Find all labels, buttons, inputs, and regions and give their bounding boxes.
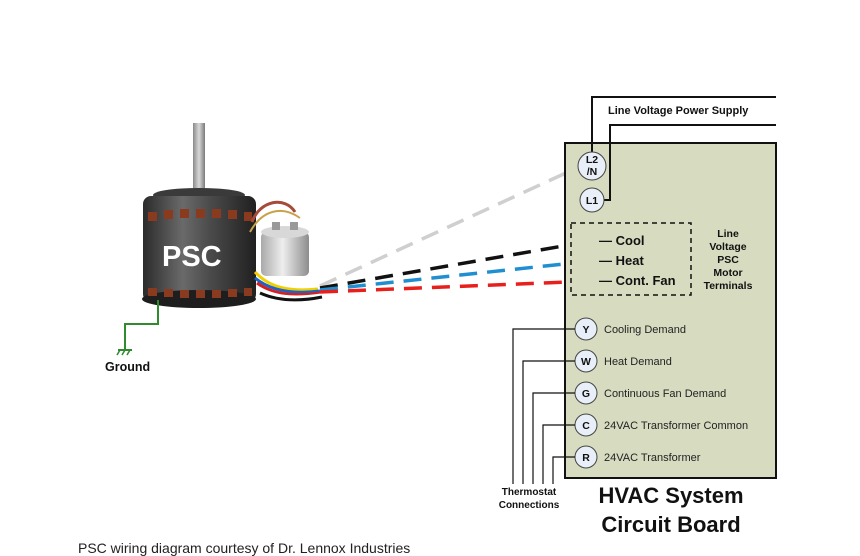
tap-heat-label: — Heat	[599, 253, 644, 268]
svg-text:Terminals: Terminals	[704, 280, 753, 292]
thermostat-wire-g	[532, 392, 575, 484]
thermostat-wire-w	[522, 360, 575, 484]
terminal-r-desc: 24VAC Transformer	[604, 452, 701, 464]
motor-tap-labels: — Cool — Heat — Cont. Fan	[599, 233, 676, 288]
svg-text:Line: Line	[717, 228, 739, 240]
terminal-l1-label: L1	[586, 195, 598, 207]
psc-motor: PSC	[142, 123, 323, 308]
terminal-c-desc: 24VAC Transformer Common	[604, 420, 748, 432]
terminal-g-desc: Continuous Fan Demand	[604, 388, 726, 400]
tap-wire-cool	[319, 239, 593, 290]
svg-text:Motor: Motor	[713, 267, 742, 279]
thermostat-label-2: Connections	[499, 500, 560, 511]
thermostat-wire-y	[512, 328, 575, 484]
power-wire-1	[591, 96, 776, 152]
ground-label: Ground	[105, 360, 150, 374]
terminal-l2-label-2: /N	[587, 166, 598, 178]
thermostat-label-1: Thermostat	[502, 487, 557, 498]
thermostat-wire-c	[542, 424, 575, 484]
terminal-y: Y Cooling Demand	[574, 317, 686, 341]
svg-text:Voltage: Voltage	[709, 241, 746, 253]
terminal-y-letter: Y	[582, 324, 589, 336]
svg-text:PSC: PSC	[717, 254, 739, 266]
terminal-l2-label-1: L2	[586, 154, 598, 166]
tap-cool-label: — Cool	[599, 233, 645, 248]
terminal-w-desc: Heat Demand	[604, 356, 672, 368]
terminal-c: C 24VAC Transformer Common	[574, 413, 748, 437]
terminal-r: R 24VAC Transformer	[574, 445, 701, 469]
terminal-w: W Heat Demand	[574, 349, 672, 373]
terminal-g: G Continuous Fan Demand	[574, 381, 726, 405]
motor-terminals-label: Line Voltage PSC Motor Terminals	[704, 228, 753, 292]
tap-wire-cont-fan	[319, 279, 593, 294]
motor-label: PSC	[162, 241, 222, 273]
tap-wire-heat	[319, 259, 593, 292]
terminal-r-letter: R	[582, 452, 590, 464]
thermostat-wires	[512, 328, 575, 484]
terminal-l1: L1	[579, 187, 605, 213]
thermostat-wire-r	[552, 456, 575, 484]
power-supply-label: Line Voltage Power Supply	[608, 105, 749, 117]
figure-caption: PSC wiring diagram courtesy of Dr. Lenno…	[78, 540, 411, 556]
terminal-w-letter: W	[581, 356, 591, 368]
motor-wires	[319, 170, 593, 294]
motor-terminals-box	[570, 222, 692, 296]
terminal-y-desc: Cooling Demand	[604, 324, 686, 336]
board-title-1: HVAC System	[598, 483, 743, 508]
terminal-c-letter: C	[582, 420, 590, 432]
board-title-2: Circuit Board	[601, 512, 740, 537]
terminal-g-letter: G	[582, 388, 590, 400]
l2-wire	[319, 170, 569, 288]
tap-cont-fan-label: — Cont. Fan	[599, 273, 676, 288]
terminal-l2: L2 /N	[577, 151, 607, 181]
ground-connection	[116, 300, 159, 356]
power-wire-2	[604, 124, 776, 201]
